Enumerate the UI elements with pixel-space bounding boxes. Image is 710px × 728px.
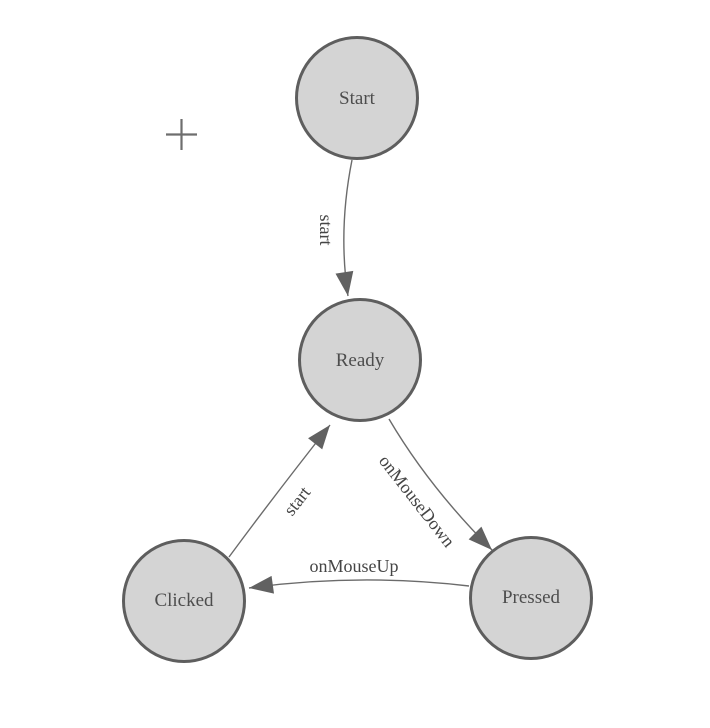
transition-line[interactable] <box>335 159 354 297</box>
state-circle[interactable] <box>122 539 246 663</box>
transition-label: onMouseUp <box>310 556 399 576</box>
state-circle[interactable] <box>469 536 593 660</box>
transition-label: start <box>316 215 336 246</box>
transition-line[interactable] <box>388 418 493 551</box>
state-node-pressed[interactable]: Pressed <box>469 536 593 660</box>
transition-label: start <box>280 483 315 520</box>
state-label: Start <box>339 88 376 109</box>
transition-start-to-ready[interactable]: start <box>316 159 354 297</box>
transition-clicked-to-ready[interactable]: start <box>228 424 331 558</box>
state-label: Clicked <box>154 590 214 611</box>
state-node-start[interactable]: Start <box>295 36 419 160</box>
transition-line[interactable] <box>228 424 331 558</box>
transition-line[interactable] <box>248 575 470 594</box>
crosshair-marker <box>166 119 197 150</box>
state-circle[interactable] <box>295 36 419 160</box>
state-node-clicked[interactable]: Clicked <box>122 539 246 663</box>
transition-pressed-to-clicked[interactable]: onMouseUp <box>248 556 470 594</box>
transition-ready-to-pressed[interactable]: onMouseDown <box>375 418 493 551</box>
state-label: Pressed <box>502 587 561 608</box>
state-circle[interactable] <box>298 298 422 422</box>
state-node-ready[interactable]: Ready <box>298 298 422 422</box>
state-label: Ready <box>336 350 385 371</box>
